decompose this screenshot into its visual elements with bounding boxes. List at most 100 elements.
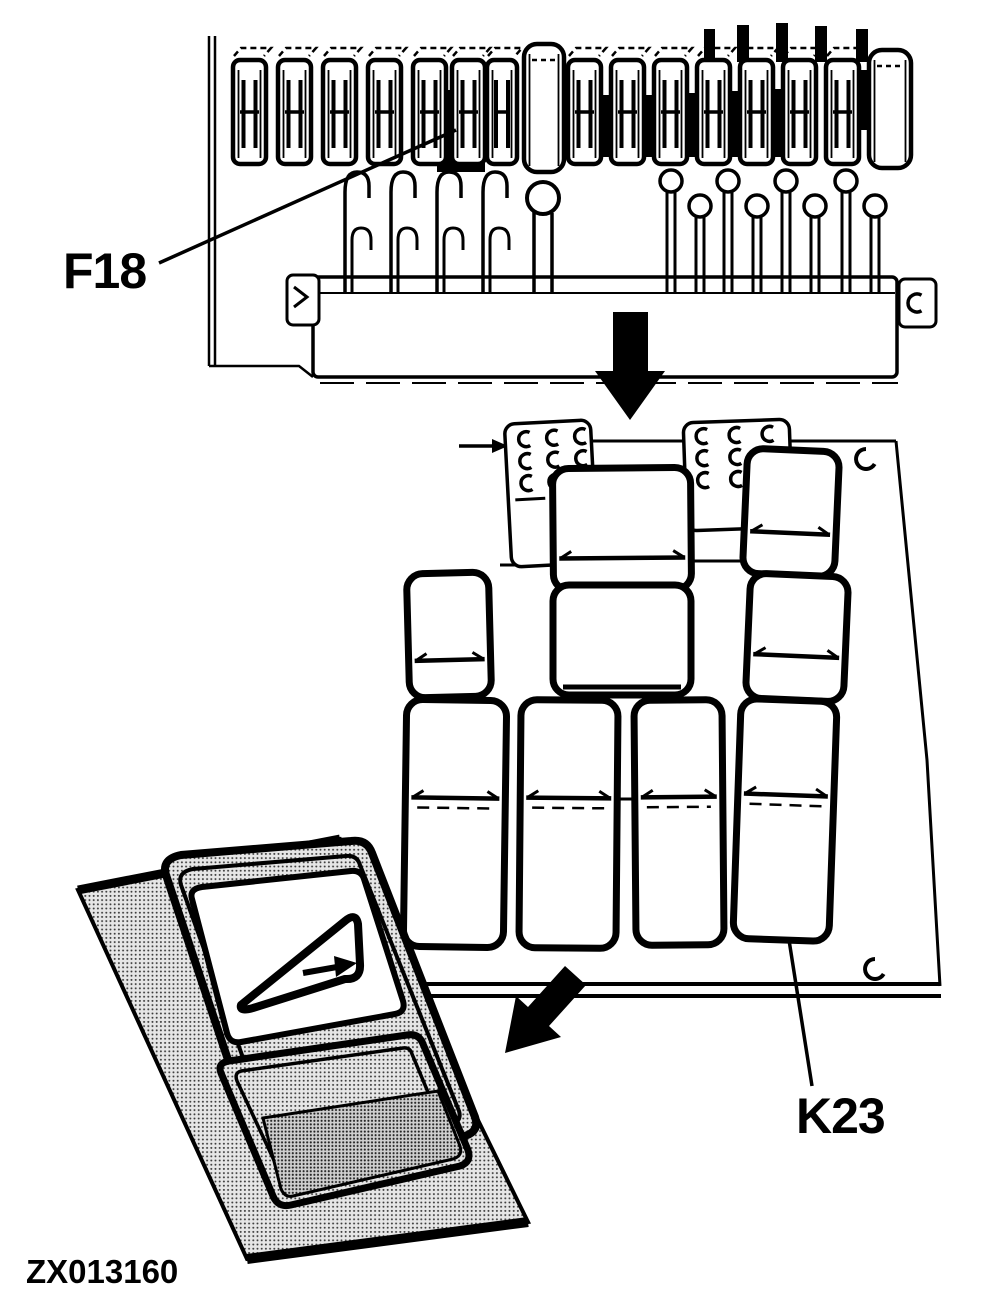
fuse-top-face [413, 46, 454, 57]
relay-body [729, 695, 841, 945]
fuse-element [241, 80, 258, 148]
pin-ring [715, 168, 741, 194]
rail-left-tab-mark [293, 285, 310, 309]
relay-k23 [729, 695, 841, 945]
fuse-element [619, 80, 636, 148]
relay-divider-ticks [414, 651, 485, 663]
hook-terminal-pin [481, 170, 511, 292]
relay-divider-shadow [532, 806, 606, 810]
pin-loop [525, 180, 561, 216]
fuse [484, 46, 525, 167]
relay [549, 464, 695, 594]
screw-c-hole-bottom [863, 956, 886, 981]
fuse [275, 46, 319, 167]
pin-outer-hook [435, 170, 463, 292]
fuse-top-face [452, 46, 493, 57]
relay-divider-shadow [749, 802, 822, 808]
triangle-right-arrow-icon [236, 913, 365, 1014]
relay [515, 696, 622, 952]
rocker-switch [75, 834, 532, 1264]
fuse-wall-lines [417, 70, 442, 158]
fuse-top-face [233, 46, 274, 57]
switch-plate-bottom-edge [246, 1217, 529, 1264]
c-hole-icon [695, 448, 710, 468]
pin-shaft [869, 215, 881, 292]
k23-leader-line [787, 939, 814, 1087]
switch-icon-arrowhead [334, 956, 357, 977]
fuse [651, 46, 695, 167]
switch-icon-arrow-shaft [302, 964, 338, 976]
pin-ring [833, 168, 859, 194]
c-hole-icon [546, 450, 561, 469]
fuse-top-face [568, 46, 609, 57]
fuse-wall-lines [615, 70, 640, 158]
relay-grid [400, 445, 852, 952]
fuse-top-face [487, 46, 525, 57]
fuse [737, 46, 781, 167]
hook-terminal-pin [343, 170, 373, 292]
fuse-terminal-tab [737, 25, 749, 62]
fuse-terminal-tab [856, 29, 868, 62]
k23-label: K23 [796, 1088, 885, 1144]
pin-ring [658, 168, 684, 194]
relay-divider [411, 795, 500, 801]
relay-divider-shadow [417, 806, 494, 810]
relay-divider [559, 555, 686, 561]
pin-ring [773, 168, 799, 194]
c-hole-icon [727, 425, 742, 445]
fuse-wall-lines [372, 70, 397, 158]
fuse [230, 46, 274, 167]
relay-body [739, 445, 843, 580]
c-hole-icon [519, 473, 534, 493]
relay-body [549, 581, 695, 699]
fuse-wall-lines [282, 70, 307, 158]
fuse-element [748, 80, 765, 148]
relay-divider-ticks [411, 789, 500, 800]
pin-ring [862, 193, 888, 219]
fuse-tall [866, 47, 914, 171]
fuse-top-face [697, 46, 738, 57]
pin-outer-hook [389, 170, 417, 292]
down-left-arrow-icon [505, 966, 586, 1053]
relay-body [549, 464, 695, 594]
relay-divider [640, 794, 717, 800]
fuse [694, 46, 738, 167]
pin-inner-hook [488, 226, 511, 292]
pin-inner-hook [442, 226, 465, 292]
fuse-wall-lines [701, 70, 726, 158]
c-hole-icon [728, 447, 743, 467]
pin-outer-hook [481, 170, 509, 292]
c-hole-icon [906, 292, 923, 314]
fuse-top-face [611, 46, 652, 57]
relay [630, 696, 728, 949]
relay-divider-ticks [753, 646, 840, 660]
fuse [365, 46, 409, 167]
relay-body [630, 696, 728, 949]
pin-inner-hook [396, 226, 419, 292]
relay-divider [526, 795, 612, 801]
fuse-wall-lines [744, 70, 769, 158]
relay-body [515, 696, 622, 952]
fuse-wall-lines [491, 70, 513, 158]
c-hole-icon [728, 469, 744, 489]
fuse-wall-lines [456, 70, 481, 158]
pin-ring [802, 193, 828, 219]
relay-body [742, 570, 852, 705]
fuse-panel [207, 36, 314, 378]
fuse-element [376, 80, 393, 148]
relay-divider [753, 651, 840, 661]
c-hole-icon [695, 470, 711, 490]
fuse-wall-lines [830, 70, 855, 158]
relay-divider-ticks [640, 788, 717, 799]
ring-terminal-pin [658, 168, 684, 292]
fuse-wall-lines [528, 54, 560, 166]
pin-shaft [840, 190, 852, 292]
fuse [780, 46, 824, 167]
fuse-wall-lines [237, 70, 262, 158]
ring-terminal-pin [773, 168, 799, 292]
fuse-wall-lines [658, 70, 683, 158]
fuse [823, 46, 867, 167]
c-hole-icon [760, 424, 775, 444]
